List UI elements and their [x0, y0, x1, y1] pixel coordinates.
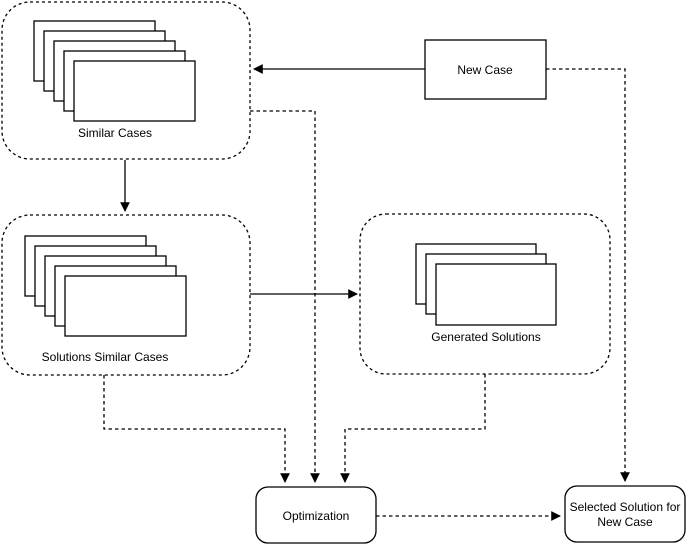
- optimization-box: [255, 486, 377, 544]
- similar-cases-container: [1, 1, 251, 160]
- stacked-card: [64, 275, 187, 337]
- selected-solution-label-line2: New Case: [597, 515, 653, 529]
- selected-solution-label-line1: Selected Solution for: [570, 500, 681, 514]
- edge-similarcases-to-optimization: [250, 110, 320, 483]
- stacked-card: [435, 263, 557, 326]
- node-solutions-similar-cases[interactable]: Solutions Similar Cases: [1, 214, 251, 376]
- selected-solution-box: [564, 485, 686, 543]
- node-generated-solutions[interactable]: Generated Solutions: [359, 213, 611, 375]
- solutions-similar-cases-label: Solutions Similar Cases: [42, 350, 169, 364]
- edge-solutions-to-optimization: [103, 375, 290, 483]
- node-new-case[interactable]: New Case: [424, 39, 547, 100]
- node-selected-solution[interactable]: Selected Solution for New Case: [564, 485, 686, 543]
- stacked-card: [73, 60, 196, 122]
- similar-cases-stack: [33, 20, 196, 122]
- edge-newcase-to-selectedsolution: [546, 68, 630, 482]
- edge-generated-to-optimization: [340, 374, 486, 483]
- new-case-label: New Case: [457, 63, 513, 77]
- generated-solutions-container: [359, 213, 611, 375]
- new-case-box: [424, 39, 547, 100]
- solutions-similar-cases-stack: [24, 235, 187, 337]
- similar-cases-label: Similar Cases: [78, 126, 152, 140]
- generated-solutions-stack: [415, 243, 557, 326]
- node-similar-cases[interactable]: Similar Cases: [1, 1, 251, 160]
- node-optimization[interactable]: Optimization: [255, 486, 377, 544]
- optimization-label: Optimization: [283, 509, 350, 523]
- generated-solutions-label: Generated Solutions: [431, 330, 540, 344]
- solutions-similar-cases-container: [1, 214, 251, 376]
